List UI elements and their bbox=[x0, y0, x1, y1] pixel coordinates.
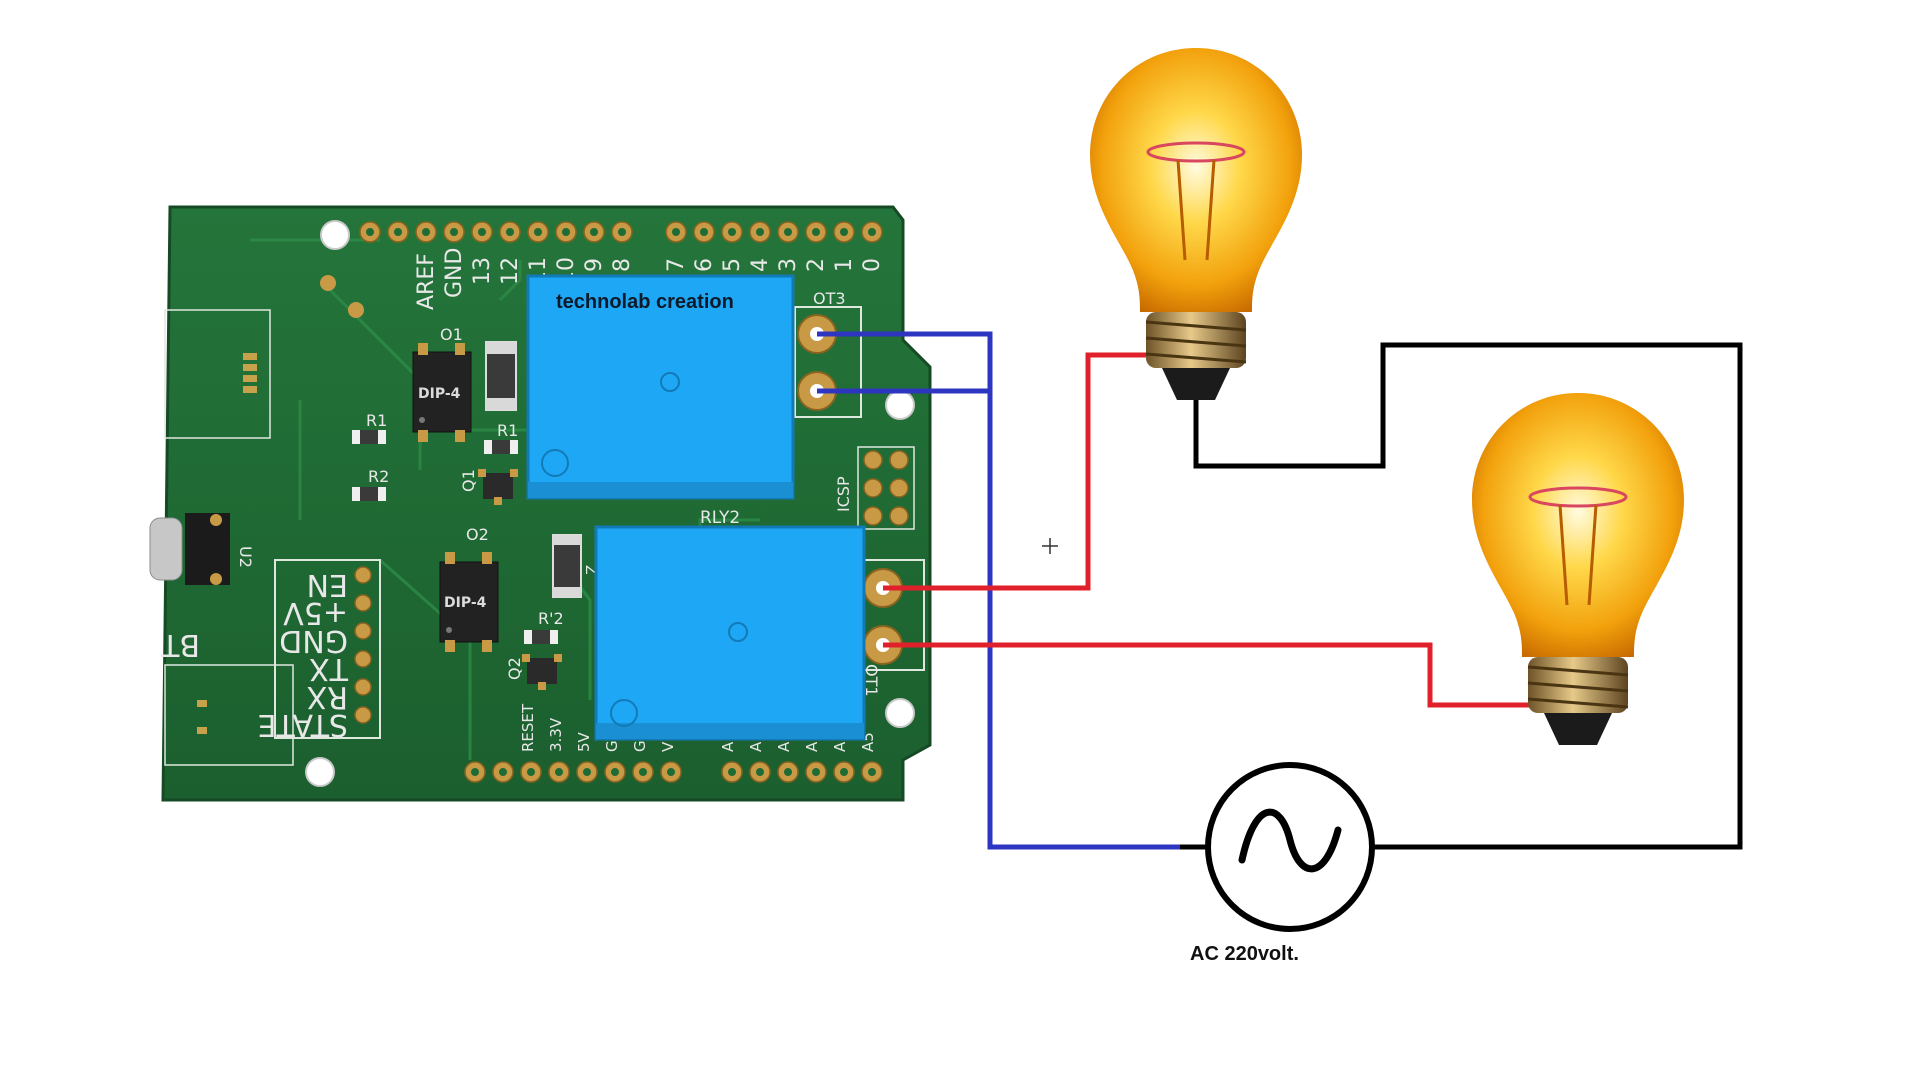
pin-label: 8 bbox=[610, 258, 635, 272]
live-wires bbox=[883, 352, 1555, 708]
diode-2: Z bbox=[552, 534, 598, 598]
bt-module-outline bbox=[164, 664, 294, 766]
relay-2-label: RLY2 bbox=[700, 508, 740, 528]
icsp-label: ICSP bbox=[834, 476, 853, 512]
bt-pin-label: TX bbox=[309, 651, 349, 686]
ac-source: AC 220volt. bbox=[1190, 762, 1375, 965]
resistor-label: R'2 bbox=[538, 609, 564, 628]
bt-pin-labels: EN +5V GND TX RX STATE bbox=[257, 567, 349, 742]
opto2-ref: O2 bbox=[466, 525, 489, 544]
header-top-labels: AREF GND 13 12 11 10 9 8 7 6 5 4 3 2 1 0 bbox=[414, 248, 885, 310]
bt-pin-label: RX bbox=[307, 679, 348, 714]
pin-label: A bbox=[775, 741, 793, 752]
lamp-2 bbox=[1472, 393, 1684, 745]
resistor-label: R1 bbox=[366, 411, 387, 430]
pin-label: RESET bbox=[519, 703, 537, 752]
terminal-block-2-label: OT1 bbox=[862, 664, 881, 697]
optocoupler-1: O1 DIP-4 bbox=[412, 325, 472, 442]
diode-1 bbox=[485, 341, 517, 411]
pin-label: 5V bbox=[575, 731, 593, 752]
pin-label: 2 bbox=[804, 258, 829, 272]
pin-label: 1 bbox=[832, 258, 857, 272]
pin-label: A bbox=[747, 741, 765, 752]
pin-label: GND bbox=[442, 248, 467, 298]
resistor-r2-center: R'2 bbox=[524, 609, 564, 644]
pin-label: 12 bbox=[498, 257, 523, 285]
ac-wires bbox=[1180, 342, 1743, 850]
bt-pin-label: EN bbox=[307, 567, 348, 602]
black-wire-lamp1 bbox=[1193, 342, 1743, 850]
pin-label: 3.3V bbox=[547, 717, 565, 752]
resistor-r1-left: R1 bbox=[352, 411, 387, 444]
crosshair-cursor-icon bbox=[1042, 538, 1058, 554]
bt-pin-label: +5V bbox=[283, 595, 348, 630]
optocoupler-2: O2 DIP-4 bbox=[439, 525, 499, 652]
resistor-label: R1 bbox=[497, 421, 518, 440]
diode-2-ref: Z bbox=[582, 565, 598, 575]
pin-label: 9 bbox=[582, 258, 607, 272]
sine-wave-icon bbox=[1238, 808, 1342, 873]
opto1-package: DIP-4 bbox=[418, 386, 461, 402]
relay-1-label: technolab creation bbox=[556, 291, 734, 313]
pin-label: 13 bbox=[470, 257, 495, 285]
pin-label: G bbox=[603, 740, 621, 752]
pin-label: 6 bbox=[692, 258, 717, 272]
transistor-q2: Q2 bbox=[505, 654, 562, 690]
pin-label: G bbox=[631, 740, 649, 752]
terminal-block-1-label: OT3 bbox=[813, 289, 846, 308]
pin-label: A bbox=[831, 741, 849, 752]
lamp-1 bbox=[1090, 48, 1302, 400]
relay-2: RLY2 bbox=[594, 508, 866, 741]
vias bbox=[320, 275, 364, 318]
bt-header-pins bbox=[354, 566, 372, 724]
transistor-label: Q1 bbox=[459, 469, 478, 492]
opto2-package: DIP-4 bbox=[444, 595, 487, 611]
pin-label: 0 bbox=[860, 258, 885, 272]
regulator-label: U2 bbox=[236, 546, 255, 568]
usb-pads bbox=[243, 353, 257, 393]
lamp-2-glass bbox=[1472, 393, 1684, 657]
resistor-label: R2 bbox=[368, 467, 389, 486]
relay-shield-pcb: AREF GND 13 12 11 10 9 8 7 6 5 4 3 2 1 0 bbox=[149, 205, 932, 802]
red-wire-1 bbox=[883, 352, 1175, 591]
pin-label: 5 bbox=[720, 258, 745, 272]
usb-outline bbox=[164, 309, 271, 439]
pin-label: 4 bbox=[748, 258, 773, 272]
pin-label: AREF bbox=[414, 253, 439, 310]
voltage-regulator: U2 bbox=[149, 513, 255, 585]
mounting-holes bbox=[305, 220, 915, 787]
red-wire-2 bbox=[883, 642, 1555, 708]
lamp-1-glass bbox=[1090, 48, 1302, 312]
transistor-q1: Q1 bbox=[459, 469, 518, 505]
resistor-r1-center: R1 bbox=[484, 421, 518, 454]
bt-pads bbox=[197, 700, 207, 734]
ac-source-label: AC 220volt. bbox=[1190, 943, 1299, 965]
bt-label: BT bbox=[160, 627, 200, 662]
transistor-label: Q2 bbox=[505, 657, 524, 680]
pin-label: V bbox=[659, 741, 677, 752]
bt-header-outline bbox=[274, 559, 381, 739]
resistor-r2-left: R2 bbox=[352, 467, 389, 501]
pin-label: A bbox=[719, 741, 737, 752]
pin-label: 7 bbox=[664, 258, 689, 272]
bt-pin-label: STATE bbox=[257, 707, 348, 742]
icsp-header: ICSP bbox=[834, 446, 915, 530]
opto1-ref: O1 bbox=[440, 325, 463, 344]
header-bottom-labels: RESET 3.3V 5V G G V A A A A A A5 bbox=[519, 703, 877, 752]
pin-label: 3 bbox=[776, 258, 801, 272]
bt-pin-label: GND bbox=[279, 623, 348, 658]
relay-1: technolab creation bbox=[526, 274, 795, 500]
pin-label: A bbox=[803, 741, 821, 752]
